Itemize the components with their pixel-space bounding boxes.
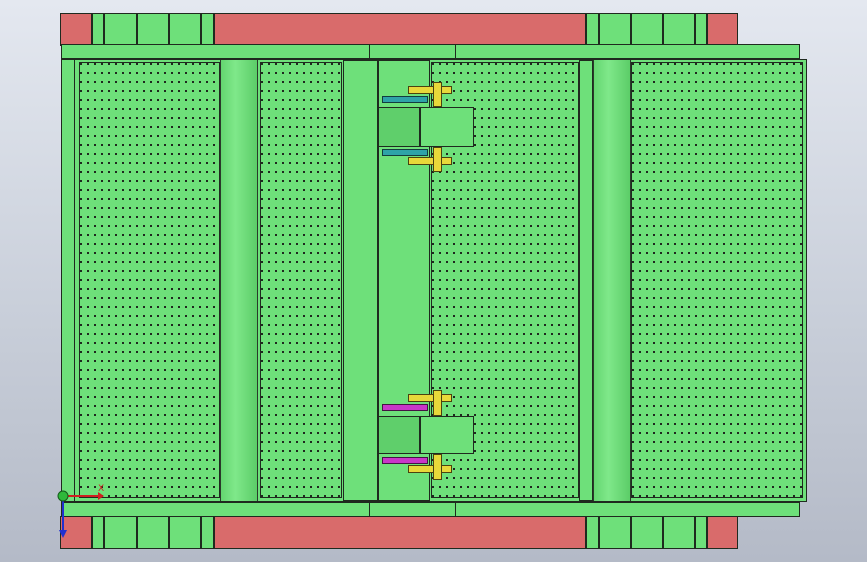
perforated-panel-left-b xyxy=(260,62,342,498)
bottom-rail-center xyxy=(214,516,586,549)
bottom-rail-right-cap xyxy=(707,516,738,549)
bottom-beam-joint xyxy=(369,502,456,517)
top-rail-right-cap xyxy=(707,13,738,46)
lower-clamp-block-right xyxy=(420,416,474,454)
upper-pin-bottom xyxy=(382,149,428,156)
bottom-rail-block xyxy=(631,516,663,549)
upper-clamp-block-right xyxy=(420,107,474,147)
triad-graphic xyxy=(57,490,104,538)
panel-separator xyxy=(579,60,593,501)
center-channel xyxy=(343,60,378,501)
perforated-panel-left-a xyxy=(79,62,220,498)
upper-clamp-post-top xyxy=(433,82,442,107)
top-rail-block xyxy=(137,13,169,46)
lower-clamp-post-bottom xyxy=(433,454,442,480)
bottom-rail-block xyxy=(104,516,137,549)
top-rail-left-cap xyxy=(60,13,92,46)
bottom-rail-block xyxy=(695,516,707,549)
top-beam-joint xyxy=(369,44,456,59)
top-rail-block xyxy=(586,13,599,46)
top-rail-block xyxy=(92,13,104,46)
top-rail-block xyxy=(599,13,631,46)
upper-clamp-bar-top xyxy=(408,86,452,94)
upper-clamp-bar-bottom xyxy=(408,157,452,165)
top-rail-block xyxy=(201,13,214,46)
bottom-rail-block xyxy=(201,516,214,549)
bottom-rail-block xyxy=(169,516,201,549)
triad-x-arrowhead-icon xyxy=(98,492,104,500)
bottom-rail-block xyxy=(137,516,169,549)
top-rail-block xyxy=(663,13,695,46)
triad-axis-label: X xyxy=(98,484,105,494)
top-rail-block xyxy=(169,13,201,46)
lower-pin-top xyxy=(382,404,428,411)
upper-pin-top xyxy=(382,96,428,103)
lower-pin-bottom xyxy=(382,457,428,464)
lower-clamp-bar-top xyxy=(408,394,452,402)
lower-clamp-bar-bottom xyxy=(408,465,452,473)
top-rail-block xyxy=(104,13,137,46)
lower-clamp-post-top xyxy=(433,390,442,416)
lower-clamp-block-left xyxy=(378,416,420,454)
bottom-rail-block xyxy=(663,516,695,549)
reference-triad[interactable]: X xyxy=(52,482,112,542)
triad-y-axis-icon xyxy=(57,490,69,502)
left-edge-strip xyxy=(61,59,75,502)
top-rail-block xyxy=(631,13,663,46)
triad-z-arrowhead-icon xyxy=(59,530,67,538)
upper-clamp-post-bottom xyxy=(433,147,442,172)
panel-divider-left xyxy=(220,60,258,501)
upper-clamp-block-left xyxy=(378,107,420,147)
top-rail-center xyxy=(214,13,586,46)
top-rail-block xyxy=(695,13,707,46)
bottom-rail-block xyxy=(599,516,631,549)
panel-divider-right xyxy=(593,60,631,501)
perforated-panel-right xyxy=(631,62,803,498)
bottom-rail-block xyxy=(586,516,599,549)
bottom-rail-block xyxy=(92,516,104,549)
